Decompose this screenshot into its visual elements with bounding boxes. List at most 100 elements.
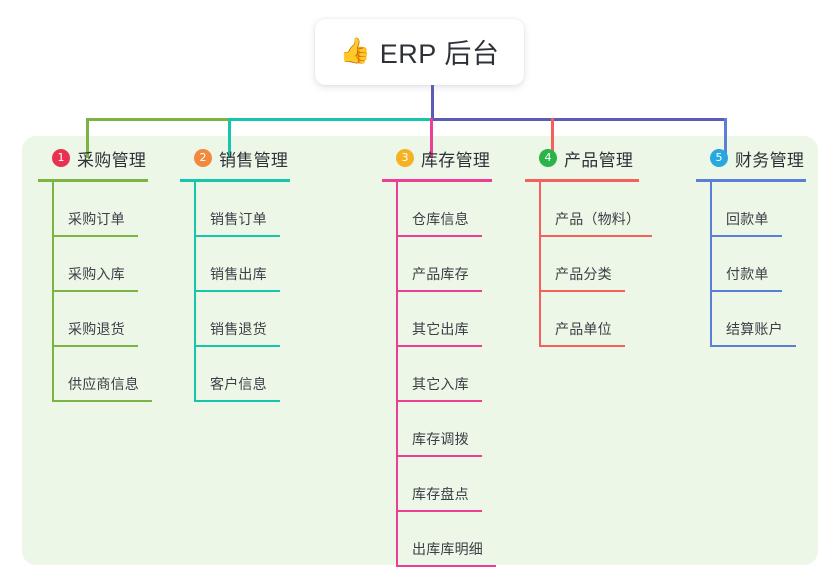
list-item[interactable]: 其它入库 bbox=[382, 347, 542, 402]
branch-items-1: 采购订单 采购入库 采购退货 供应商信息 bbox=[38, 182, 188, 402]
list-item-rule bbox=[52, 345, 138, 347]
list-item[interactable]: 客户信息 bbox=[180, 347, 330, 402]
list-item[interactable]: 付款单 bbox=[696, 237, 839, 292]
list-item-label: 客户信息 bbox=[210, 376, 267, 392]
list-item-rule bbox=[194, 290, 280, 292]
connector-drop-5 bbox=[724, 118, 727, 158]
list-item[interactable]: 销售退货 bbox=[180, 292, 330, 347]
list-item-rule bbox=[539, 235, 652, 237]
list-item[interactable]: 采购入库 bbox=[38, 237, 188, 292]
branch-header-rule-1 bbox=[38, 179, 148, 182]
branch-title-2: 销售管理 bbox=[219, 150, 289, 170]
list-item[interactable]: 仓库信息 bbox=[382, 182, 542, 237]
branch-items-2: 销售订单 销售出库 销售退货 客户信息 bbox=[180, 182, 330, 402]
list-item-label: 产品分类 bbox=[555, 266, 612, 282]
list-item-label: 回款单 bbox=[726, 211, 769, 227]
branch-header-rule-4 bbox=[525, 179, 639, 182]
connector-drop-4 bbox=[551, 118, 554, 158]
branch-badge-4: 4 bbox=[539, 149, 557, 167]
list-item[interactable]: 产品（物料） bbox=[525, 182, 695, 237]
list-item-label: 产品单位 bbox=[555, 321, 612, 337]
list-item[interactable]: 产品分类 bbox=[525, 237, 695, 292]
list-item-rule bbox=[52, 400, 152, 402]
list-item[interactable]: 库存调拨 bbox=[382, 402, 542, 457]
list-item[interactable]: 其它出库 bbox=[382, 292, 542, 347]
branch-badge-5: 5 bbox=[710, 149, 728, 167]
list-item-label: 库存调拨 bbox=[412, 431, 469, 447]
connector-drop-3 bbox=[430, 118, 433, 158]
diagram-board bbox=[22, 136, 818, 565]
branch-title-3: 库存管理 bbox=[421, 150, 491, 170]
connector-bus-segment-1 bbox=[86, 118, 228, 121]
branch-items-3: 仓库信息 产品库存 其它出库 其它入库 库存调拨 库存盘点 bbox=[382, 182, 542, 567]
list-item-label: 产品库存 bbox=[412, 266, 469, 282]
root-node-title: ERP 后台 bbox=[379, 38, 500, 69]
branch-header-rule-2 bbox=[180, 179, 290, 182]
list-item-rule bbox=[396, 235, 482, 237]
branch-header-rule-5 bbox=[696, 179, 806, 182]
list-item-label: 其它入库 bbox=[412, 376, 469, 392]
list-item-label: 其它出库 bbox=[412, 321, 469, 337]
branch-column-2: 2 销售管理 销售订单 销售出库 销售退货 客户信息 bbox=[180, 147, 330, 402]
list-item-rule bbox=[539, 345, 625, 347]
list-item-label: 付款单 bbox=[726, 266, 769, 282]
branch-spine-5 bbox=[710, 182, 712, 347]
branch-column-5: 5 财务管理 回款单 付款单 结算账户 bbox=[696, 147, 839, 347]
connector-trunk-vertical bbox=[431, 85, 434, 121]
branch-column-1: 1 采购管理 采购订单 采购入库 采购退货 供应商信息 bbox=[38, 147, 188, 402]
list-item-label: 销售订单 bbox=[210, 211, 267, 227]
list-item-rule bbox=[52, 235, 138, 237]
list-item[interactable]: 回款单 bbox=[696, 182, 839, 237]
connector-drop-2 bbox=[228, 118, 231, 158]
list-item[interactable]: 产品库存 bbox=[382, 237, 542, 292]
branch-badge-1: 1 bbox=[52, 149, 70, 167]
list-item-label: 供应商信息 bbox=[68, 376, 139, 392]
list-item-label: 采购订单 bbox=[68, 211, 125, 227]
list-item[interactable]: 出库库明细 bbox=[382, 512, 542, 567]
branch-header-rule-3 bbox=[382, 179, 492, 182]
list-item-rule bbox=[52, 290, 138, 292]
branch-column-4: 4 产品管理 产品（物料） 产品分类 产品单位 bbox=[525, 147, 695, 347]
list-item-label: 出库库明细 bbox=[412, 541, 483, 557]
list-item-label: 销售出库 bbox=[210, 266, 267, 282]
list-item[interactable]: 销售出库 bbox=[180, 237, 330, 292]
list-item[interactable]: 结算账户 bbox=[696, 292, 839, 347]
list-item-label: 结算账户 bbox=[726, 321, 783, 337]
branch-column-3: 3 库存管理 仓库信息 产品库存 其它出库 其它入库 库存调拨 bbox=[382, 147, 542, 567]
list-item[interactable]: 采购订单 bbox=[38, 182, 188, 237]
branch-items-5: 回款单 付款单 结算账户 bbox=[696, 182, 839, 347]
branch-title-4: 产品管理 bbox=[564, 150, 634, 170]
root-node-erp-backend[interactable]: 👍 ERP 后台 bbox=[315, 19, 524, 85]
list-item-rule bbox=[194, 400, 280, 402]
list-item-label: 采购入库 bbox=[68, 266, 125, 282]
list-item-rule bbox=[396, 565, 496, 567]
list-item-rule bbox=[396, 400, 482, 402]
branch-title-1: 采购管理 bbox=[77, 150, 147, 170]
list-item-rule bbox=[396, 290, 482, 292]
branch-header-5[interactable]: 5 财务管理 bbox=[696, 147, 839, 170]
branch-header-4[interactable]: 4 产品管理 bbox=[525, 147, 695, 170]
list-item-rule bbox=[194, 345, 280, 347]
list-item[interactable]: 库存盘点 bbox=[382, 457, 542, 512]
thumbs-up-icon: 👍 bbox=[339, 36, 371, 65]
connector-drop-1 bbox=[86, 118, 89, 158]
list-item-rule bbox=[396, 510, 482, 512]
list-item-rule bbox=[539, 290, 625, 292]
branch-spine-4 bbox=[539, 182, 541, 347]
list-item[interactable]: 供应商信息 bbox=[38, 347, 188, 402]
branch-badge-3: 3 bbox=[396, 149, 414, 167]
list-item[interactable]: 采购退货 bbox=[38, 292, 188, 347]
list-item-label: 采购退货 bbox=[68, 321, 125, 337]
list-item-rule bbox=[396, 345, 482, 347]
branch-header-2[interactable]: 2 销售管理 bbox=[180, 147, 330, 170]
branch-items-4: 产品（物料） 产品分类 产品单位 bbox=[525, 182, 695, 347]
branch-header-3[interactable]: 3 库存管理 bbox=[382, 147, 542, 170]
list-item-label: 库存盘点 bbox=[412, 486, 469, 502]
branch-header-1[interactable]: 1 采购管理 bbox=[38, 147, 188, 170]
list-item[interactable]: 销售订单 bbox=[180, 182, 330, 237]
list-item-rule bbox=[710, 290, 782, 292]
list-item[interactable]: 产品单位 bbox=[525, 292, 695, 347]
list-item-rule bbox=[194, 235, 280, 237]
branch-spine-2 bbox=[194, 182, 196, 402]
